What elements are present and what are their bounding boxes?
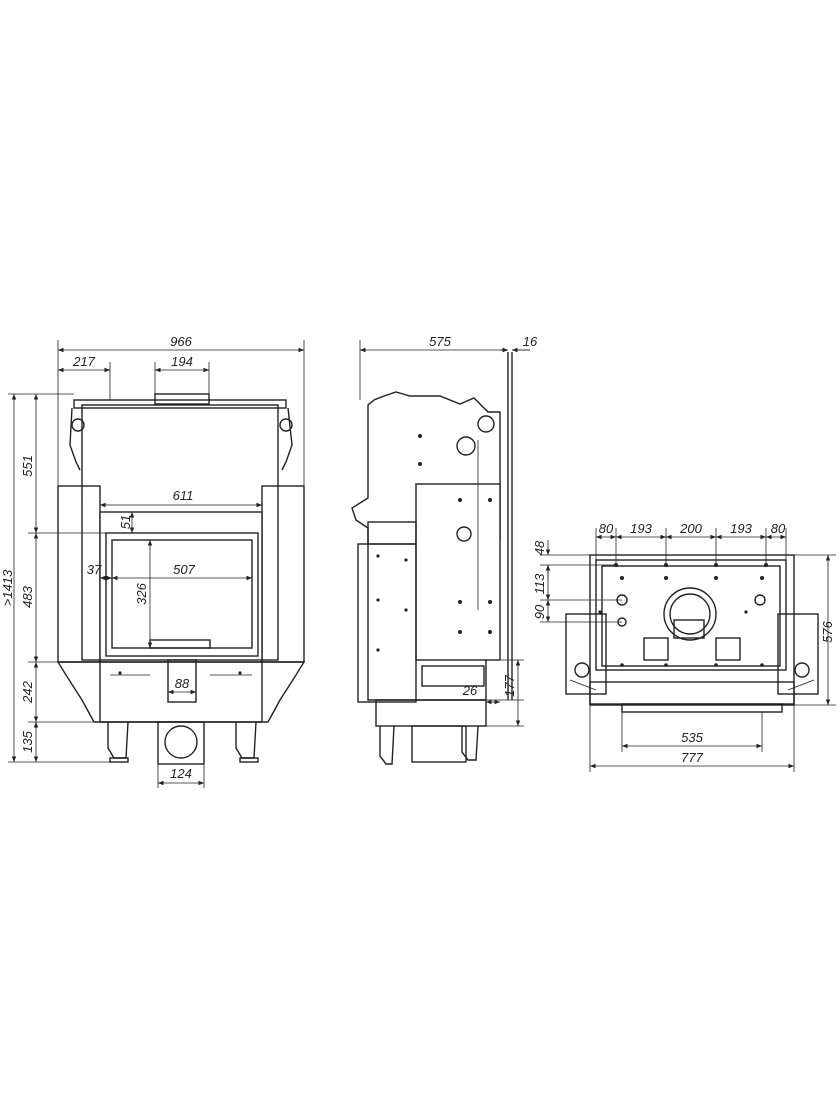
front-glass-top-offset: 51 bbox=[118, 515, 133, 529]
top-spacing-center: 200 bbox=[679, 521, 702, 536]
front-lower-height: 242 bbox=[20, 680, 35, 703]
side-base-offset: 26 bbox=[462, 683, 478, 698]
top-dimension-lines bbox=[540, 528, 836, 772]
front-side-gap: 37 bbox=[87, 562, 102, 577]
top-spacing-outer-right: 80 bbox=[771, 521, 786, 536]
top-depth: 576 bbox=[820, 620, 835, 642]
side-view-body bbox=[351, 352, 513, 765]
front-view-body bbox=[56, 393, 306, 765]
front-glass-height: 326 bbox=[134, 582, 149, 604]
front-flue-width: 194 bbox=[171, 354, 193, 369]
top-row-3: 90 bbox=[532, 604, 547, 619]
front-leg-height: 135 bbox=[20, 730, 35, 752]
front-view: 966 217 194 611 51 37 507 326 >1413 551 … bbox=[0, 334, 306, 788]
side-base-height: 177 bbox=[502, 674, 517, 696]
side-frame-thickness: 16 bbox=[523, 334, 538, 349]
front-left-offset: 217 bbox=[72, 354, 95, 369]
top-row-2: 113 bbox=[532, 573, 547, 594]
top-spacing-outer-left: 80 bbox=[599, 521, 614, 536]
top-row-1: 48 bbox=[532, 540, 547, 555]
front-inlet-width: 88 bbox=[175, 676, 190, 691]
front-glass-inner-width: 507 bbox=[173, 562, 195, 577]
top-view-body bbox=[565, 554, 819, 713]
side-dimension-lines bbox=[359, 340, 530, 727]
top-view: 80 193 200 193 80 48 113 90 576 535 777 bbox=[532, 521, 836, 772]
front-overall-height: >1413 bbox=[0, 569, 15, 606]
front-upper-height: 551 bbox=[20, 455, 35, 477]
top-overall-width: 777 bbox=[681, 750, 703, 765]
front-duct-width: 124 bbox=[170, 766, 192, 781]
top-inner-width: 535 bbox=[681, 730, 703, 745]
top-spacing-left: 193 bbox=[630, 521, 652, 536]
front-overall-width: 966 bbox=[170, 334, 192, 349]
front-dimension-lines bbox=[8, 340, 305, 788]
top-spacing-right: 193 bbox=[730, 521, 752, 536]
side-view: 575 16 26 177 bbox=[351, 334, 538, 765]
side-depth: 575 bbox=[429, 334, 451, 349]
front-middle-height: 483 bbox=[20, 585, 35, 607]
front-glass-width: 611 bbox=[173, 488, 194, 503]
